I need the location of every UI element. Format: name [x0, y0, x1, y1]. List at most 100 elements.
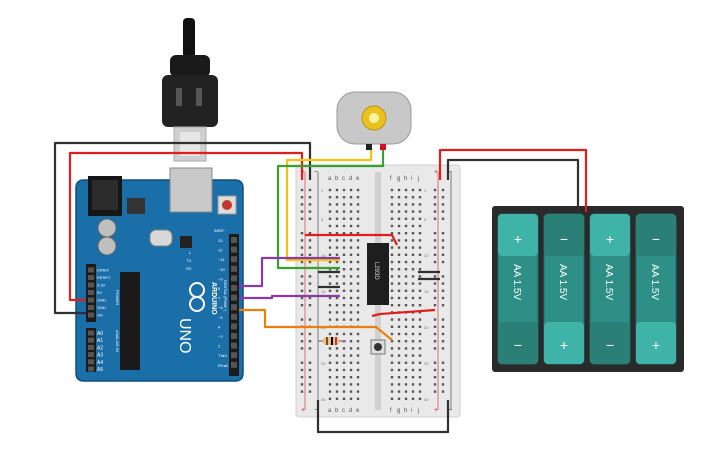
digital-pin[interactable]: [231, 313, 237, 320]
wire-bottom-gnd: [316, 400, 450, 434]
analog-pin-label: A3: [97, 353, 103, 359]
power-pin-label: Vin: [97, 313, 103, 318]
analog-pin-label: A5: [97, 367, 103, 373]
bb-row-number: 5: [321, 217, 324, 222]
digital-pin-label: 13: [218, 238, 223, 243]
jumper-red-2: [371, 308, 436, 318]
pushbutton[interactable]: [370, 339, 386, 355]
resistor[interactable]: [318, 337, 346, 345]
digital-pin-label: ~5: [218, 315, 223, 320]
bb-row-number: 30: [424, 397, 429, 402]
power-pin[interactable]: [88, 282, 94, 288]
wire-green: [276, 150, 385, 270]
bb-row-number: 1: [424, 188, 427, 193]
digital-pin[interactable]: [231, 342, 237, 349]
digital-pin[interactable]: [231, 246, 237, 253]
analog-pin[interactable]: [88, 366, 94, 372]
battery-pack[interactable]: +−AA 1.5V−+AA 1.5V+−AA 1.5V−+AA 1.5V: [492, 206, 684, 372]
l-label: L: [189, 250, 192, 255]
digital-pin[interactable]: [231, 333, 237, 339]
digital-pin-label: ~11: [218, 257, 225, 262]
battery-terminal-bottom: +: [560, 337, 568, 353]
bb-column-label: j: [417, 408, 419, 414]
bb-column-label: a: [328, 408, 332, 414]
aref-label: AREF: [214, 228, 225, 233]
wire-black-gnd: [53, 141, 312, 315]
digital-pin[interactable]: [231, 256, 237, 263]
digital-pin[interactable]: [231, 265, 237, 272]
digital-pin[interactable]: [231, 323, 237, 330]
digital-pin[interactable]: [231, 294, 237, 301]
battery-terminal-top: −: [652, 231, 660, 247]
bb-column-label: b: [335, 176, 339, 182]
battery-terminal-top: +: [514, 231, 522, 247]
analog-label: ANALOG IN: [115, 330, 120, 352]
wire-purple-2: [239, 294, 340, 300]
battery-terminal-bottom: +: [652, 337, 660, 353]
motor-driver-chip[interactable]: L293D: [367, 243, 389, 305]
analog-pin[interactable]: [88, 330, 94, 336]
wire-yellow-motor: [285, 150, 373, 262]
analog-pin[interactable]: [88, 352, 94, 358]
analog-pin-label: A0: [97, 331, 103, 337]
digital-pin[interactable]: [231, 304, 237, 311]
digital-pin[interactable]: [231, 275, 237, 282]
usb-cable: [162, 18, 218, 162]
jumper-red-1: [305, 233, 398, 246]
bb-row-number: 10: [424, 253, 429, 258]
bb-row-number: 1: [321, 188, 324, 193]
bb-row-number: 10: [321, 253, 326, 258]
rx-label: RX: [186, 266, 192, 271]
power-pin[interactable]: [88, 312, 94, 318]
bb-column-label: f: [390, 176, 392, 182]
battery-terminal-top: +: [606, 231, 614, 247]
bb-row-number: 5: [424, 217, 427, 222]
bb-row-number: 25: [424, 361, 429, 366]
bb-column-label: a: [328, 176, 332, 182]
power-pin[interactable]: [88, 305, 94, 310]
wire-battery-black: [446, 158, 580, 212]
bb-row-number: 25: [321, 361, 326, 366]
power-pin[interactable]: [88, 275, 94, 280]
power-pin[interactable]: [88, 290, 94, 295]
analog-pin[interactable]: [88, 344, 94, 350]
bb-column-label: e: [356, 408, 360, 414]
analog-pin[interactable]: [88, 337, 94, 343]
dc-motor[interactable]: [336, 91, 412, 150]
digital-pin-label: 7: [218, 296, 221, 301]
digital-pin[interactable]: [231, 361, 237, 368]
rail-minus-bottom-left: −: [314, 407, 318, 414]
rail-plus-bottom-left: +: [301, 407, 305, 414]
digital-pin-label: ~10: [218, 267, 226, 272]
rail-minus-top-right: −: [448, 169, 452, 176]
battery-cell-label: AA 1.5V: [649, 264, 660, 300]
digital-label: DIGITAL (PWM~): [223, 280, 228, 312]
digital-pin-label: 12: [218, 248, 223, 253]
power-pin-label: 5V: [97, 290, 102, 295]
analog-pin-label: A4: [97, 360, 103, 366]
digital-pin[interactable]: [231, 237, 237, 243]
power-pin-label: GND: [97, 298, 106, 303]
digital-pin[interactable]: [231, 352, 237, 359]
power-pin[interactable]: [88, 297, 94, 303]
power-pin-label: RESET: [97, 275, 111, 280]
power-pin[interactable]: [88, 267, 94, 273]
bb-column-label: g: [397, 176, 400, 182]
digital-pin-label: 2: [218, 344, 221, 349]
bb-column-label: h: [404, 176, 407, 182]
rail-plus-top-right: +: [434, 169, 438, 176]
digital-pin[interactable]: [231, 285, 237, 291]
bb-column-label: c: [342, 176, 345, 182]
bb-column-label: i: [411, 176, 412, 182]
analog-pin[interactable]: [88, 359, 94, 365]
bb-column-label: d: [349, 408, 352, 414]
bb-row-number: 20: [424, 325, 429, 330]
battery-cell-label: AA 1.5V: [603, 264, 614, 300]
bb-column-label: c: [342, 408, 345, 414]
bb-column-label: g: [397, 408, 400, 414]
battery-terminal-top: −: [560, 231, 568, 247]
power-pin-label: IOREF: [97, 268, 110, 273]
analog-pin-label: A2: [97, 345, 103, 351]
arduino-uno[interactable]: ARDUINO UNO DIGITAL (PWM~) POWER ANALOG …: [75, 167, 244, 382]
bb-column-label: i: [411, 408, 412, 414]
